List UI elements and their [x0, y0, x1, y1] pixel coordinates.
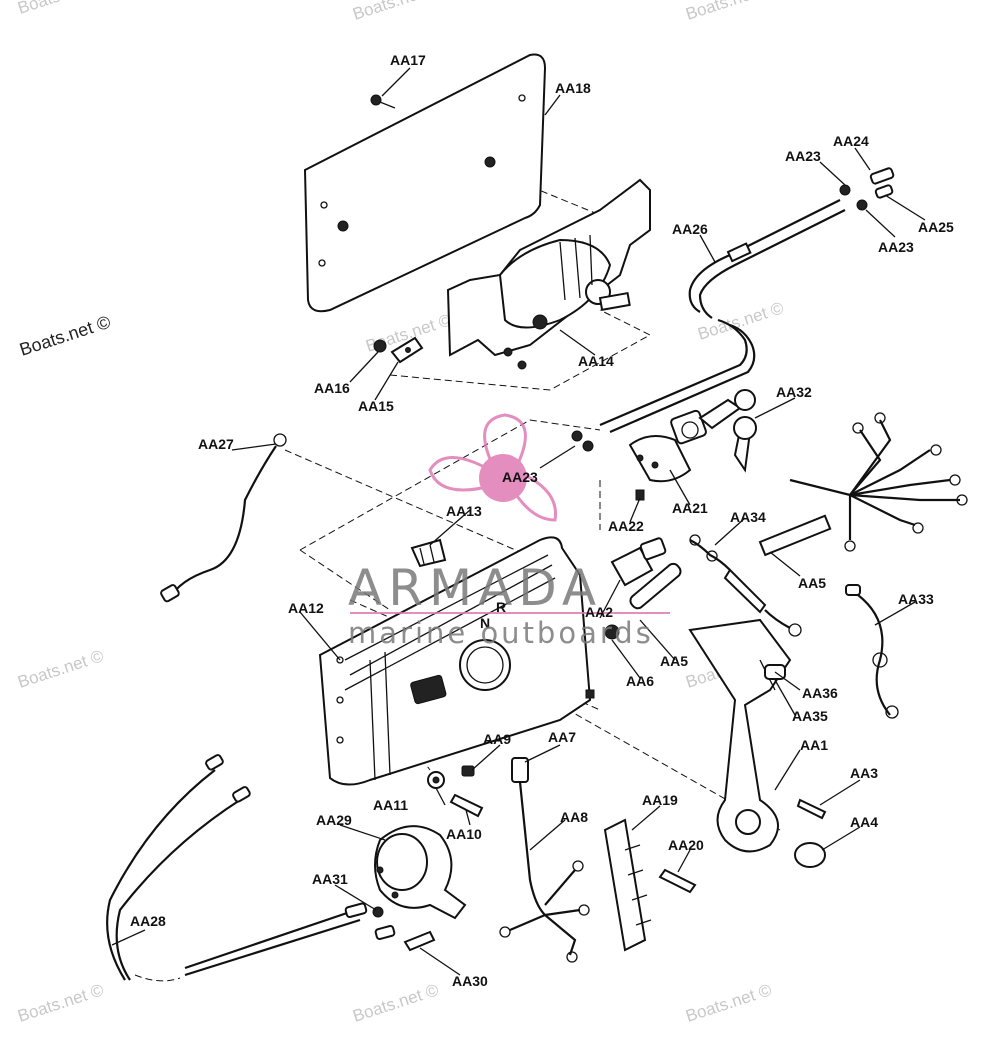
sleeve-aa5-right	[758, 514, 832, 557]
label-aa19: AA19	[642, 792, 678, 808]
label-aa10: AA10	[446, 826, 482, 842]
watermark-text: Boats.net ©	[350, 0, 441, 24]
label-aa9: AA9	[483, 731, 511, 747]
watermark-text: Boats.net ©	[683, 980, 774, 1026]
label-aa21: AA21	[672, 500, 708, 516]
watermark-text: Boats.net ©	[695, 298, 786, 344]
chain-aa34	[689, 534, 802, 637]
label-aa15: AA15	[358, 398, 394, 414]
label-aa33: AA33	[898, 591, 934, 607]
label-aa23: AA23	[785, 148, 821, 164]
label-aa34: AA34	[730, 509, 766, 525]
label-aa20: AA20	[668, 837, 704, 853]
label-aa8: AA8	[560, 809, 588, 825]
label-aa24: AA24	[833, 133, 869, 149]
label-aa23: AA23	[878, 239, 914, 255]
sleeve-aa5-center	[629, 562, 682, 610]
watermark-text: Boats.net ©	[15, 646, 106, 692]
clip-aa15	[390, 336, 424, 364]
label-aa29: AA29	[316, 812, 352, 828]
label-aa22: AA22	[608, 518, 644, 534]
label-aa28: AA28	[130, 913, 166, 929]
washer-aa11	[427, 771, 445, 789]
label-aa23: AA23	[502, 469, 538, 485]
control-housing-aa12: N R	[318, 536, 595, 786]
label-aa5: AA5	[660, 653, 688, 669]
label-aa6: AA6	[626, 673, 654, 689]
screw-aa9	[461, 765, 475, 777]
label-aa11: AA11	[373, 797, 408, 813]
nut-aa6	[604, 624, 620, 640]
leader-lines	[111, 67, 926, 976]
label-aa27: AA27	[198, 436, 234, 452]
terminal-block-aa19	[603, 818, 652, 952]
shift-mechanism-aa14	[446, 178, 651, 370]
svg-text:R: R	[496, 599, 506, 615]
harness-aa7-aa8	[499, 757, 590, 963]
watermark-text: Boats.net ©	[683, 0, 774, 24]
watermark-text-main: Boats.net ©	[17, 312, 113, 360]
label-aa7: AA7	[548, 729, 576, 745]
label-aa17: AA17	[390, 52, 426, 68]
label-aa4: AA4	[850, 814, 878, 830]
label-aa18: AA18	[555, 80, 591, 96]
label-aa13: AA13	[446, 503, 482, 519]
label-aa25: AA25	[918, 219, 954, 235]
label-aa5: AA5	[798, 575, 826, 591]
washer-aa16	[373, 339, 387, 353]
label-aa2: AA2	[585, 604, 613, 620]
label-aa26: AA26	[672, 221, 708, 237]
label-aa32: AA32	[776, 384, 812, 400]
label-aa12: AA12	[288, 600, 324, 616]
screw-aa3	[796, 798, 827, 820]
label-aa35: AA35	[792, 708, 828, 724]
switch-aa2	[610, 537, 667, 587]
cap-aa4	[794, 842, 826, 868]
wiring-harness	[789, 412, 968, 552]
cables-aa26	[599, 199, 846, 434]
screw-aa30	[403, 930, 436, 952]
label-aa30: AA30	[452, 973, 488, 989]
watermark-text: Boats.net ©	[350, 980, 441, 1026]
screw-aa10	[449, 793, 484, 818]
lever-aa1	[688, 618, 792, 853]
ignition-switch-aa21	[628, 409, 707, 483]
terminal-aa22	[635, 489, 645, 501]
horn-aa29	[374, 825, 467, 920]
connectors-aa23-aa24-aa25	[839, 167, 895, 211]
part-labels: AA17 AA18 AA24 AA23 AA25 AA23 AA26 AA14 …	[130, 52, 954, 989]
watermark-text: Boats.net ©	[15, 0, 106, 18]
label-aa14: AA14	[578, 353, 614, 369]
wire-aa28	[106, 754, 396, 981]
svg-text:N: N	[480, 615, 490, 631]
label-aa16: AA16	[314, 380, 350, 396]
armada-brand-subtitle: marine outboards	[348, 616, 654, 650]
nuts-aa23-center	[571, 430, 594, 452]
screw-aa17	[370, 94, 396, 109]
wire-aa33	[845, 584, 899, 719]
clip-aa13	[410, 538, 447, 568]
cover-plate-aa18	[303, 53, 547, 313]
label-aa31: AA31	[312, 871, 348, 887]
label-aa36: AA36	[802, 685, 838, 701]
label-aa3: AA3	[850, 765, 878, 781]
armada-logo-watermark: ARMADA marine outboards	[348, 413, 670, 650]
armada-brand-title: ARMADA	[348, 559, 602, 617]
wire-aa27	[160, 433, 287, 603]
watermark-text: Boats.net ©	[15, 980, 106, 1026]
label-aa1: AA1	[800, 737, 828, 753]
keys-aa32	[698, 389, 757, 473]
screw-aa20	[658, 868, 697, 894]
